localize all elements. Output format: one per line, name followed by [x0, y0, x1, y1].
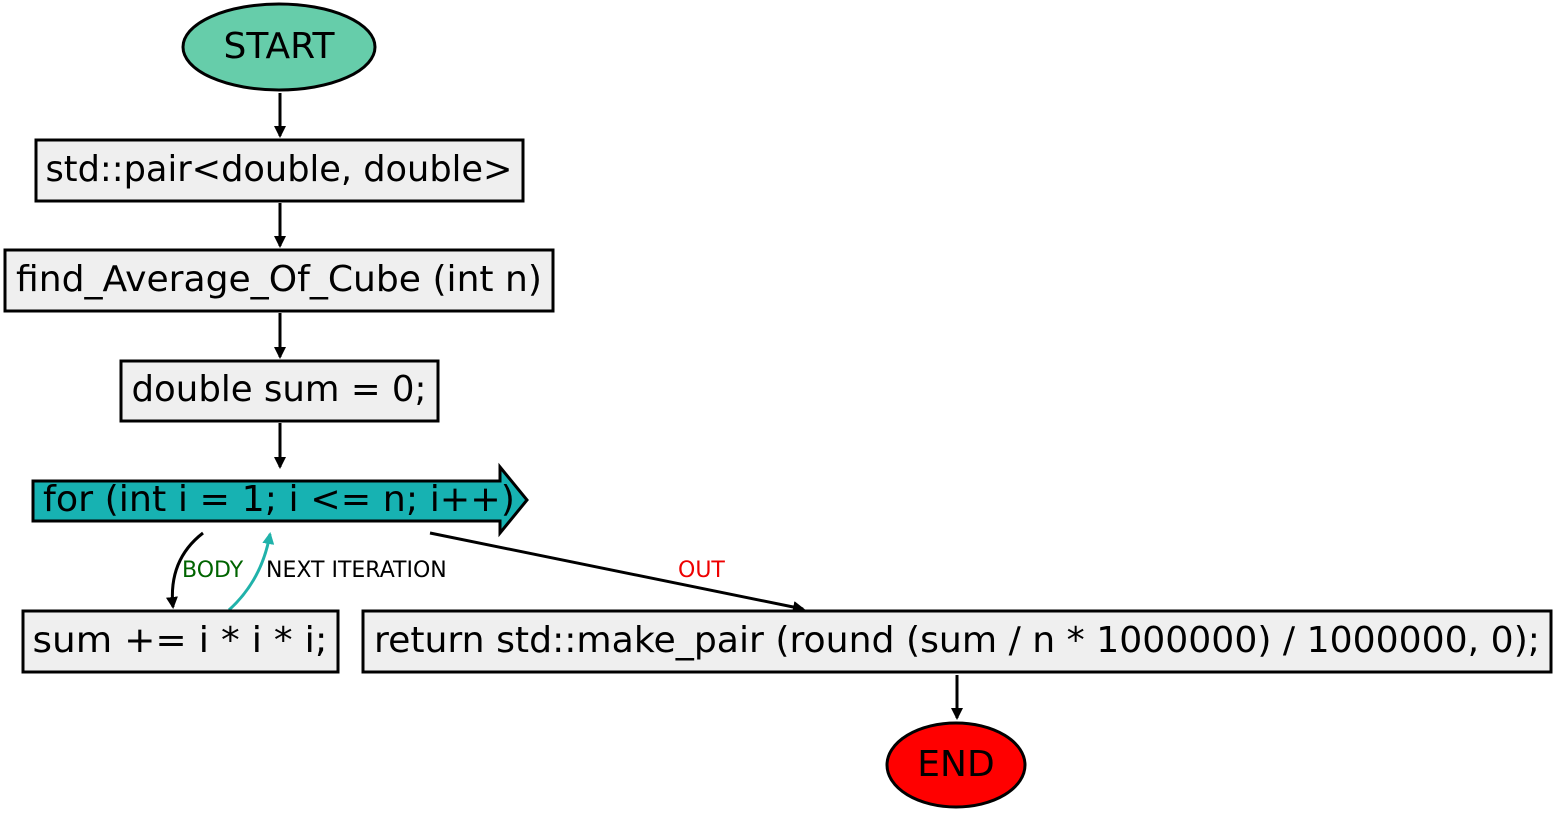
function-name-node: find_Average_Of_Cube (int n): [3, 248, 555, 313]
end-node: END: [885, 721, 1027, 809]
edge-label-out: OUT: [678, 558, 725, 583]
edge-label-next-iteration: NEXT ITERATION: [266, 558, 447, 583]
for-loop-node: for (int i = 1; i <= n; i++): [31, 462, 529, 538]
init-sum-node: double sum = 0;: [119, 359, 440, 423]
function-name-label: find_Average_Of_Cube (int n): [16, 259, 542, 300]
return-label: return std::make_pair (round (sum / n * …: [374, 620, 1540, 661]
init-sum-label: double sum = 0;: [132, 369, 427, 410]
edge-out: [429, 531, 805, 613]
edge-next-iteration: [227, 532, 275, 612]
return-node: return std::make_pair (round (sum / n * …: [361, 609, 1553, 674]
edge-body: [165, 531, 204, 609]
loop-body-node: sum += i * i * i;: [21, 609, 340, 674]
end-label: END: [917, 744, 994, 785]
edge-label-body: BODY: [182, 558, 244, 583]
signature-type-label: std::pair<double, double>: [46, 149, 513, 190]
start-node: START: [181, 2, 377, 92]
signature-type-node: std::pair<double, double>: [34, 138, 525, 203]
loop-body-label: sum += i * i * i;: [33, 620, 328, 661]
for-loop-label: for (int i = 1; i <= n; i++): [43, 479, 515, 520]
edges: [165, 93, 963, 720]
start-label: START: [223, 26, 335, 67]
